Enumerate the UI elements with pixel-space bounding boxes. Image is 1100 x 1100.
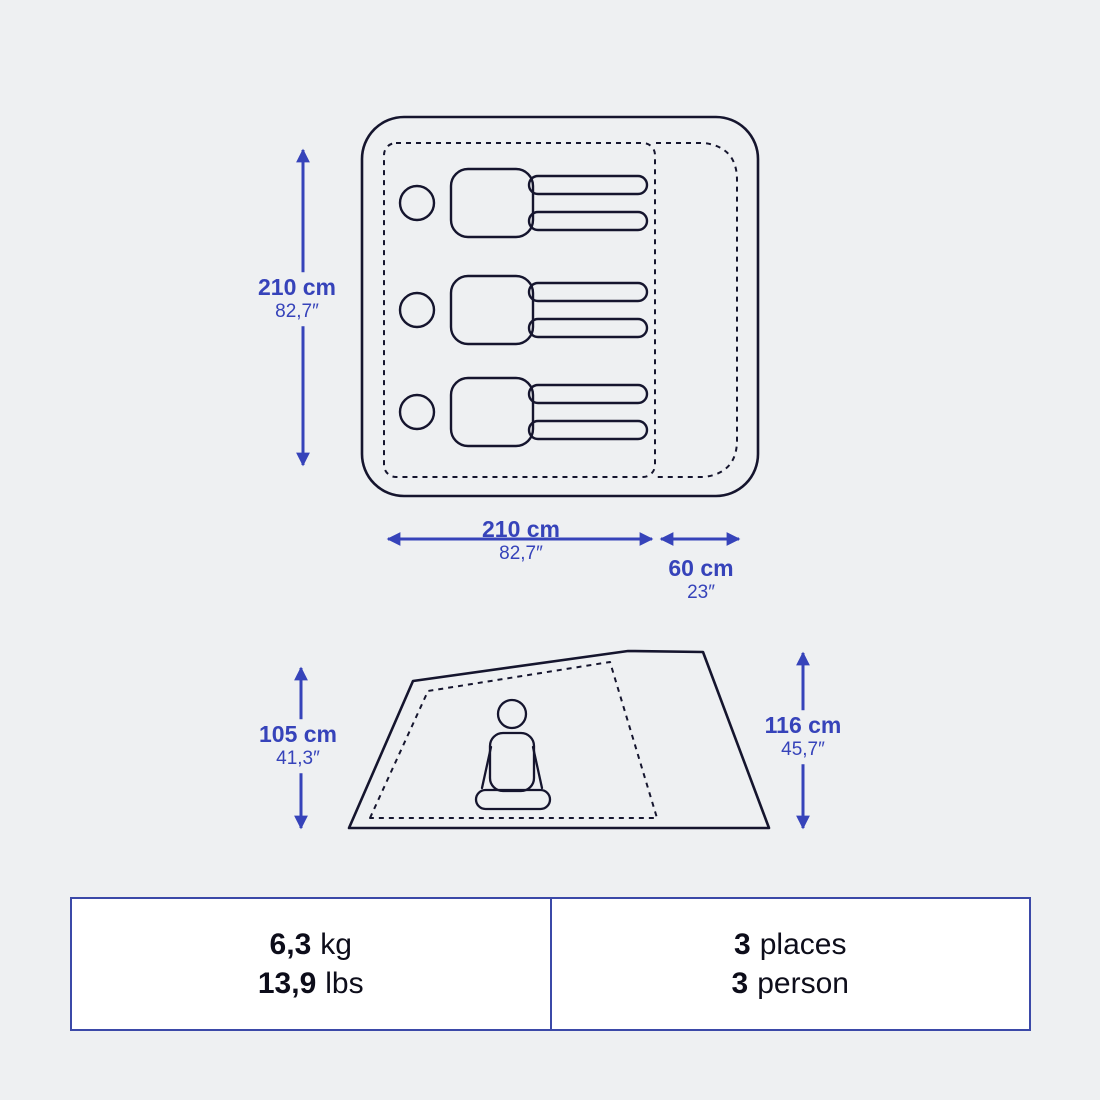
dimension-imperial-value: 82,7″	[499, 543, 543, 565]
tent-top-view-vestibule-dashed	[656, 142, 738, 478]
tent-side-view	[347, 649, 771, 830]
weight-metric-value: 6,3	[269, 927, 312, 961]
capacity-person-value: 3	[731, 966, 749, 1000]
sleeping-person-icon	[398, 274, 649, 346]
sleeping-person-icon	[398, 376, 649, 448]
top-view-vestibule-label: 60 cm 23″	[668, 555, 733, 605]
dimension-imperial-value: 82,7″	[275, 301, 319, 323]
capacity-person-unit: person	[757, 966, 849, 1000]
dimension-imperial-value: 45,7″	[781, 739, 825, 761]
tent-top-view-outline	[360, 115, 760, 498]
tent-top-view-inner-floor-dashed	[383, 142, 656, 478]
seated-person-icon	[474, 698, 552, 811]
dimension-imperial-value: 41,3″	[276, 748, 320, 770]
sleeping-person-icon	[398, 167, 649, 239]
top-view-height-label: 210 cm 82,7″	[250, 272, 344, 326]
capacity-places-unit: places	[759, 927, 847, 961]
weight-imperial-value: 13,9	[257, 966, 317, 1000]
top-view-width-label: 210 cm 82,7″	[482, 516, 560, 566]
dimension-imperial-value: 23″	[687, 582, 715, 604]
capacity-places-value: 3	[734, 927, 751, 961]
tent-side-view-outline	[347, 649, 771, 830]
dimension-metric-value: 116 cm	[764, 712, 842, 739]
tent-side-view-inner-dashed	[369, 661, 658, 819]
side-view-inner-height-label: 105 cm 41,3″	[251, 719, 345, 773]
dimension-metric-value: 210 cm	[481, 516, 561, 543]
dimension-metric-value: 210 cm	[257, 274, 337, 301]
weight-metric-unit: kg	[320, 927, 352, 961]
side-view-outer-height-label: 116 cm 45,7″	[757, 710, 849, 764]
weight-imperial-unit: lbs	[325, 966, 364, 1000]
dimension-metric-value: 105 cm	[258, 721, 338, 748]
tent-top-view	[360, 115, 760, 498]
dimension-metric-value: 60 cm	[668, 555, 734, 582]
